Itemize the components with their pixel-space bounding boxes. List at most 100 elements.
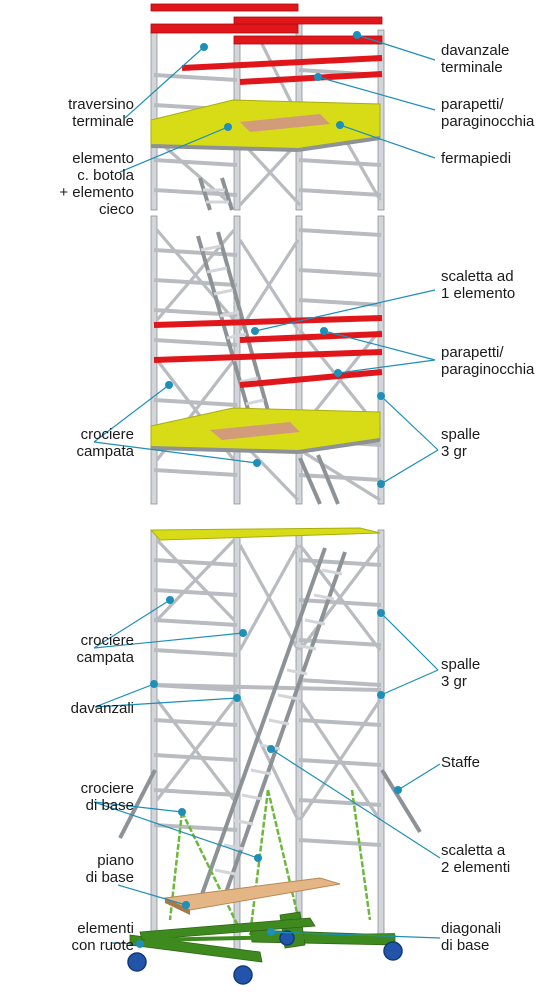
rung bbox=[153, 398, 238, 407]
brace bbox=[238, 699, 300, 821]
rung bbox=[298, 473, 382, 482]
leader-crociere-2b bbox=[93, 632, 244, 649]
wheel bbox=[127, 952, 147, 972]
middle-ladder-lower bbox=[298, 454, 340, 505]
ladder-rung bbox=[206, 266, 228, 274]
top-guardrails bbox=[150, 3, 383, 85]
bottom-section bbox=[118, 527, 422, 985]
ladder-rung bbox=[313, 593, 335, 601]
leader-dot bbox=[314, 73, 322, 81]
ladder-rung bbox=[241, 793, 263, 801]
brace bbox=[238, 544, 300, 651]
ladder-rung bbox=[226, 332, 247, 340]
leader-spalle-2b bbox=[380, 669, 439, 696]
label-spalle-2: spalle 3 gr bbox=[441, 656, 481, 690]
rung bbox=[153, 338, 238, 347]
wheel bbox=[233, 965, 253, 985]
leader-elementi-ruote bbox=[111, 942, 141, 945]
leader-piano-base bbox=[117, 884, 187, 906]
deck-edge bbox=[150, 144, 299, 152]
leader-dot bbox=[165, 381, 173, 389]
guardrail bbox=[239, 331, 383, 343]
brace bbox=[299, 448, 381, 502]
leader-davanzale-terminale bbox=[356, 34, 436, 61]
leader-dot bbox=[254, 854, 262, 862]
guardrail bbox=[239, 71, 383, 85]
leader-crociere-base-b bbox=[93, 801, 259, 859]
ladder-rung bbox=[295, 643, 317, 651]
guardrail bbox=[150, 3, 299, 12]
upright bbox=[295, 529, 303, 931]
leader-dot bbox=[178, 808, 186, 816]
base-platform-edge bbox=[165, 898, 190, 915]
leader-traversino-terminale bbox=[124, 46, 205, 119]
guardrail bbox=[153, 349, 383, 363]
leader-staffe bbox=[397, 763, 441, 791]
outrigger-stays bbox=[118, 768, 422, 839]
leader-dot bbox=[320, 327, 328, 335]
deck-edge bbox=[297, 136, 381, 152]
ladder-rung bbox=[232, 818, 254, 826]
stay bbox=[118, 769, 157, 839]
label-scaletta-1: scaletta ad 1 elemento bbox=[441, 268, 516, 302]
leader-dot bbox=[200, 43, 208, 51]
rung bbox=[298, 188, 382, 197]
rung bbox=[153, 468, 238, 477]
rung bbox=[153, 73, 238, 82]
label-spalle-1: spalle 3 gr bbox=[441, 426, 481, 460]
leader-dot bbox=[377, 480, 385, 488]
rung bbox=[153, 558, 238, 567]
bottom-top-deck bbox=[149, 527, 381, 541]
label-staffe: Staffe bbox=[441, 754, 480, 771]
leader-dot bbox=[224, 123, 232, 131]
leader-dot bbox=[267, 745, 275, 753]
brace bbox=[298, 699, 382, 821]
leader-dot bbox=[233, 694, 241, 702]
hatch-element bbox=[240, 114, 330, 132]
wheel bbox=[383, 941, 403, 961]
upright bbox=[295, 215, 303, 505]
rung bbox=[153, 753, 238, 762]
base-frame-beam bbox=[129, 934, 263, 963]
rung bbox=[153, 788, 238, 797]
leader-parapetti-mid-a bbox=[323, 330, 436, 361]
leader-dot bbox=[166, 596, 174, 604]
ladder-rail bbox=[316, 454, 340, 505]
base-board bbox=[163, 877, 341, 915]
rung bbox=[298, 838, 382, 847]
ladder-rung bbox=[321, 568, 343, 576]
leader-dot bbox=[150, 680, 158, 688]
rung bbox=[298, 298, 382, 307]
rung bbox=[298, 228, 382, 237]
wheels bbox=[127, 930, 403, 985]
bottom-braces bbox=[155, 538, 382, 821]
leader-dot bbox=[182, 901, 190, 909]
leader-davanzali-a bbox=[94, 683, 155, 708]
middle-frame-rungs bbox=[153, 228, 382, 482]
rung bbox=[298, 268, 382, 277]
callout-leaders bbox=[93, 31, 441, 948]
leader-dot bbox=[253, 459, 261, 467]
leader-davanzali-b bbox=[94, 697, 238, 708]
deck-edge bbox=[150, 446, 299, 454]
stay bbox=[380, 768, 422, 834]
guardrail bbox=[150, 23, 299, 34]
ladder-rung bbox=[286, 668, 308, 676]
label-davanzale-terminale: davanzale terminale bbox=[441, 42, 510, 76]
ladder-rung bbox=[277, 693, 299, 701]
leader-dot bbox=[267, 928, 275, 936]
ladder-rail bbox=[198, 177, 212, 211]
ladder-rail bbox=[298, 457, 322, 505]
middle-deck bbox=[150, 407, 381, 454]
ladder-rung bbox=[213, 288, 234, 296]
label-piano-base: piano di base bbox=[85, 852, 134, 886]
ladder-rung bbox=[268, 718, 290, 726]
leader-fermapiedi bbox=[339, 124, 436, 159]
leader-elemento-botola bbox=[119, 126, 229, 173]
rung bbox=[298, 678, 382, 687]
ladder-rung bbox=[219, 310, 240, 318]
top-ladder-stub bbox=[198, 177, 234, 211]
deck-edge bbox=[297, 438, 381, 454]
